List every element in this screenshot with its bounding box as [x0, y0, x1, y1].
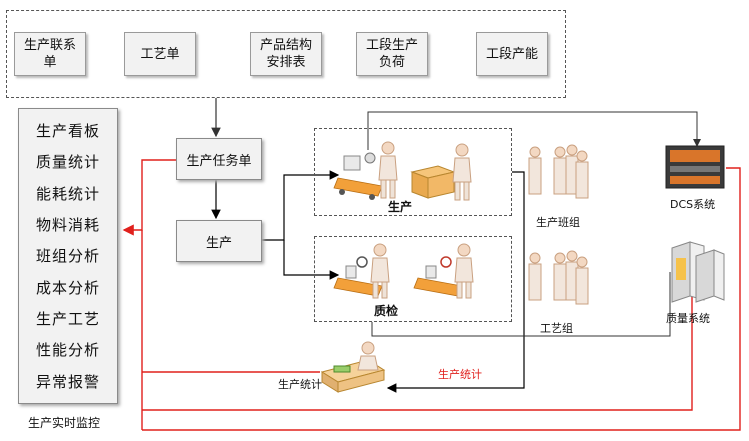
team-label: 生产班组 — [536, 216, 580, 229]
monitor-list: 生产看板 质量统计 能耗统计 物料消耗 班组分析 成本分析 生产工艺 性能分析 … — [18, 108, 118, 404]
quality-system-label: 质量系统 — [666, 312, 710, 325]
production-stage-label: 生产 — [388, 200, 413, 214]
top-item-process-sheet: 工艺单 — [124, 32, 196, 76]
top-item-production-contact: 生产联系单 — [14, 32, 86, 76]
monitor-item: 异常报警 — [35, 372, 100, 391]
task-order-box: 生产任务单 — [176, 138, 262, 180]
monitor-item: 性能分析 — [35, 341, 100, 360]
quality-stage-box — [314, 236, 512, 322]
monitor-item: 物料消耗 — [35, 216, 100, 235]
monitor-item: 生产工艺 — [35, 310, 100, 329]
monitor-item: 能耗统计 — [35, 184, 100, 203]
monitor-item: 质量统计 — [35, 153, 100, 172]
production-stage-box — [314, 128, 512, 216]
process-group-label: 工艺组 — [540, 322, 573, 335]
stats-red-label: 生产统计 — [438, 368, 482, 381]
monitor-item: 成本分析 — [35, 278, 100, 297]
stats-label: 生产统计 — [278, 378, 322, 391]
top-item-product-structure: 产品结构安排表 — [250, 32, 322, 76]
quality-stage-label: 质检 — [374, 304, 399, 318]
dcs-label: DCS系统 — [670, 198, 716, 211]
top-item-section-load: 工段生产负荷 — [356, 32, 428, 76]
top-container — [6, 10, 566, 98]
production-box: 生产 — [176, 220, 262, 262]
monitor-item: 生产看板 — [35, 122, 100, 141]
monitor-item: 班组分析 — [35, 247, 100, 266]
monitor-caption: 生产实时监控 — [28, 416, 101, 430]
top-item-section-capacity: 工段产能 — [476, 32, 548, 76]
